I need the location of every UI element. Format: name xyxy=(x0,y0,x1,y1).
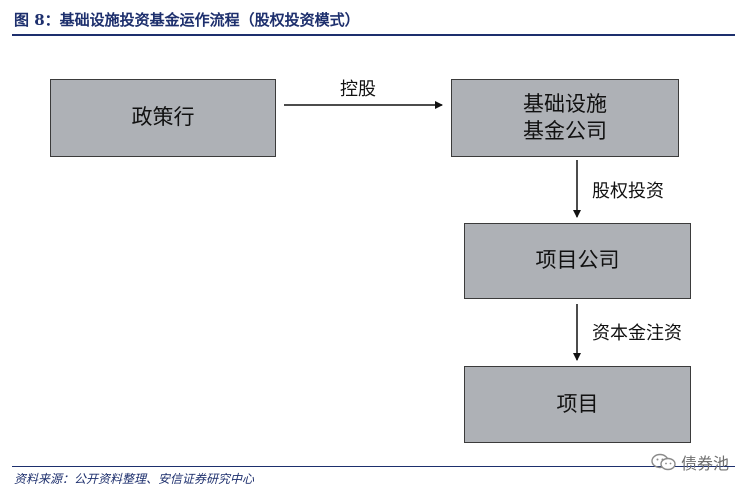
watermark-text: 债券池 xyxy=(680,454,729,473)
node-project-company: 项目公司 xyxy=(464,223,691,299)
node-policy-bank: 政策行 xyxy=(50,79,276,157)
node-infrastructure-fund-company: 基础设施 基金公司 xyxy=(451,79,679,157)
figure-title: 图 8：基础设施投资基金运作流程（股权投资模式） xyxy=(14,11,360,29)
edge-label-equity-investment: 股权投资 xyxy=(592,181,664,202)
wechat-icon xyxy=(651,453,676,471)
title-divider xyxy=(12,34,735,36)
edge-label-capital-injection: 资本金注资 xyxy=(592,323,682,344)
node-project: 项目 xyxy=(464,366,691,443)
source-note: 资料来源：公开资料整理、安信证券研究中心 xyxy=(14,472,255,486)
edge-label-holding: 控股 xyxy=(340,79,376,100)
footer-divider xyxy=(12,466,735,467)
watermark: 债券池 xyxy=(651,450,729,474)
